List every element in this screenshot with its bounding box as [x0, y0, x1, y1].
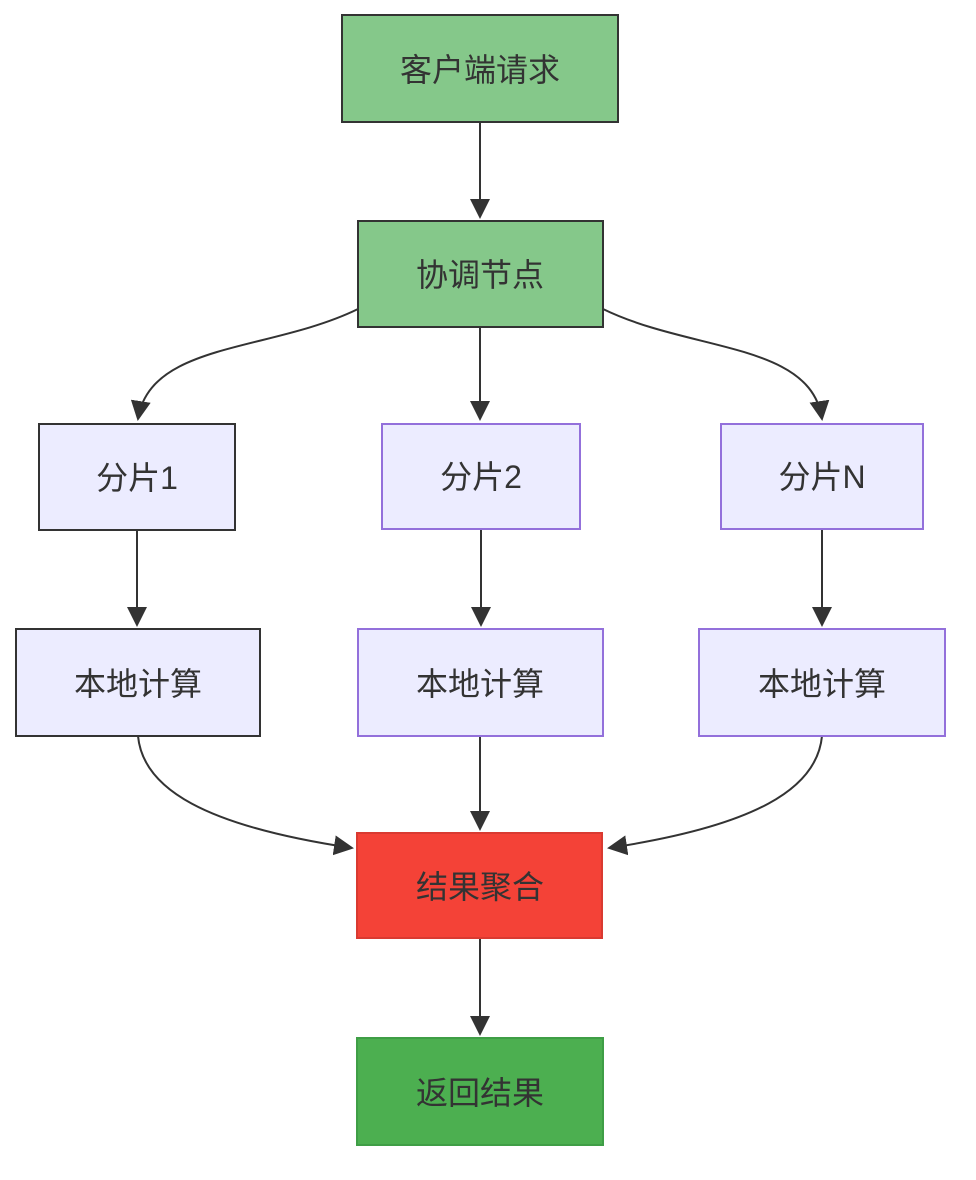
node-aggregate-box	[356, 832, 603, 939]
node-shard1-box	[38, 423, 236, 531]
node-shard2-label: 分片2	[440, 459, 522, 495]
node-local3-box	[698, 628, 946, 737]
node-result: 返回结果	[356, 1037, 604, 1146]
node-aggregate: 结果聚合	[356, 832, 603, 939]
node-coordinator-label: 协调节点	[416, 257, 544, 293]
node-shard1: 分片1	[38, 423, 236, 531]
node-client-label: 客户端请求	[400, 52, 560, 88]
node-local2-label: 本地计算	[416, 666, 544, 702]
node-shard2-box	[381, 423, 581, 530]
edge-local3-to-aggregate	[607, 735, 823, 856]
node-shardN-label: 分片N	[778, 459, 865, 495]
node-shardN: 分片N	[720, 423, 924, 530]
node-local1-box	[15, 628, 261, 737]
node-coordinator-box	[357, 220, 604, 328]
node-local2-box	[357, 628, 604, 737]
edges-layer	[127, 123, 832, 1036]
node-aggregate-label: 结果聚合	[416, 869, 544, 905]
edge-coordinator-to-shardN	[602, 308, 830, 421]
node-result-label: 返回结果	[416, 1075, 544, 1111]
node-shard2: 分片2	[381, 423, 581, 530]
nodes-layer: 客户端请求 协调节点 分片1 分片2 分片N 本地计算 本地计算	[15, 14, 946, 1146]
node-local3: 本地计算	[698, 628, 946, 737]
node-local1-label: 本地计算	[74, 666, 202, 702]
node-local1: 本地计算	[15, 628, 261, 737]
edge-coordinator-to-shard1	[130, 308, 359, 421]
node-local2: 本地计算	[357, 628, 604, 737]
edge-local1-to-aggregate	[137, 735, 354, 856]
node-shard1-label: 分片1	[96, 460, 178, 496]
node-coordinator: 协调节点	[357, 220, 604, 328]
node-local3-label: 本地计算	[758, 666, 886, 702]
node-result-box	[356, 1037, 604, 1146]
node-client-box	[341, 14, 619, 123]
node-shardN-box	[720, 423, 924, 530]
node-client: 客户端请求	[341, 14, 619, 123]
